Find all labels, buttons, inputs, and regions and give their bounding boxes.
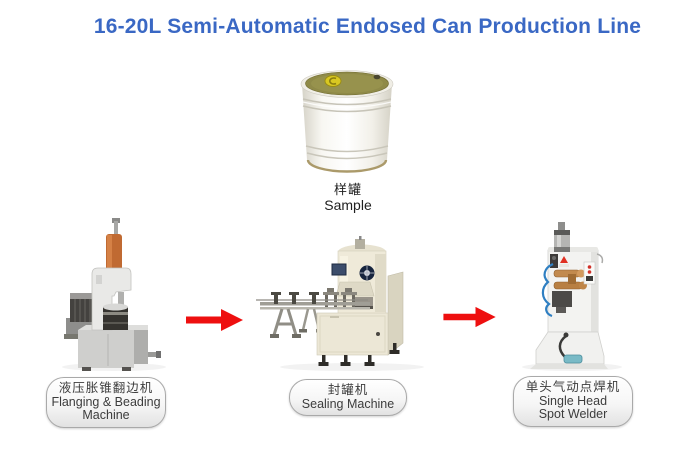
- sample-can-image: [296, 62, 400, 184]
- arrow-right-icon: [442, 306, 498, 328]
- arrow-right-icon: [186, 308, 244, 332]
- station-label-sealing-en1: Sealing Machine: [301, 396, 395, 411]
- spot-welder-machine-image: [508, 214, 653, 372]
- sample-caption-en: Sample: [324, 197, 372, 213]
- can-spout-cap: [324, 75, 342, 87]
- station-label-sealing-cn: 封罐机: [327, 383, 369, 397]
- sample-caption-cn: 样罐: [333, 182, 362, 197]
- station-label-welder-en2: Spot Welder: [538, 407, 608, 421]
- station-label-sealing: 封罐机 Sealing Machine: [289, 379, 407, 416]
- station-label-flanging-en1: Flanging & Beading: [51, 394, 161, 409]
- station-label-flanging-en2: Machine: [82, 408, 130, 422]
- station-label-flanging: 液压胀锥翻边机 Flanging & Beading Machine: [46, 377, 166, 428]
- station-label-welder-cn: 单头气动点焊机: [525, 380, 621, 394]
- flanging-beading-machine-image: [52, 216, 168, 372]
- station-label-flanging-cn: 液压胀锥翻边机: [58, 381, 154, 395]
- sealing-machine-image: [256, 236, 428, 372]
- station-label-welder: 单头气动点焊机 Single Head Spot Welder: [513, 376, 633, 427]
- sample-caption: 样罐 Sample: [288, 182, 408, 213]
- station-label-welder-en1: Single Head: [538, 393, 608, 408]
- page-title: 16-20L Semi-Automatic Endosed Can Produc…: [93, 15, 642, 38]
